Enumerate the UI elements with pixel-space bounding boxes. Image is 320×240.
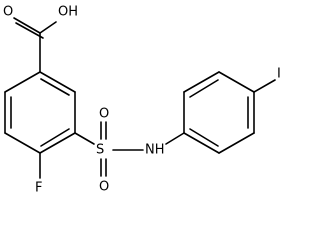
ring-a-bond-1 [39,71,76,93]
carbon-iodine-bond [253,79,276,93]
ring-b-double-3 [189,128,219,147]
hydroxyl-bond [39,21,57,34]
carbonyl-bond-2 [15,22,44,39]
nitrogen-to-ring-bond [165,132,185,145]
ring-b-bond-5 [218,132,255,154]
fluorine-label: F [35,181,42,196]
ring-a-double-1 [40,78,70,96]
ring-a-bond-4 [4,132,41,154]
benzene-ring-b [183,71,255,154]
ring-a-bond-6 [4,71,41,93]
hydroxyl-label: OH [58,5,78,20]
ring-b-double-1 [189,79,219,98]
carbonyl-bond-1 [13,17,41,34]
benzene-ring-a [4,71,76,154]
ring-b-bond-6 [183,132,220,154]
iodine-substituent: I [253,67,281,93]
carbonyl-oxygen-label: O [3,5,13,20]
ring-b-bond-3 [218,71,255,93]
iodine-label: I [277,67,281,82]
ring-b-bond-2 [183,71,220,93]
sulfonyl-oxygen-top-label: O [99,107,109,122]
amine-label: NH [145,143,165,158]
sulfonyl-oxygen-bottom-label: O [99,180,109,195]
ring-a-double-2 [40,128,70,147]
ring-a-bond-3 [39,132,76,154]
sulfur-label: S [96,143,104,158]
chemical-structure: O OH F S O O NH I [3,5,281,196]
carboxylic-acid-group: O OH [3,5,78,73]
fluorine-substituent: F [35,152,42,196]
sulfonamide-group: S O O NH [74,107,185,195]
ring-to-sulfur-bond [74,132,95,145]
